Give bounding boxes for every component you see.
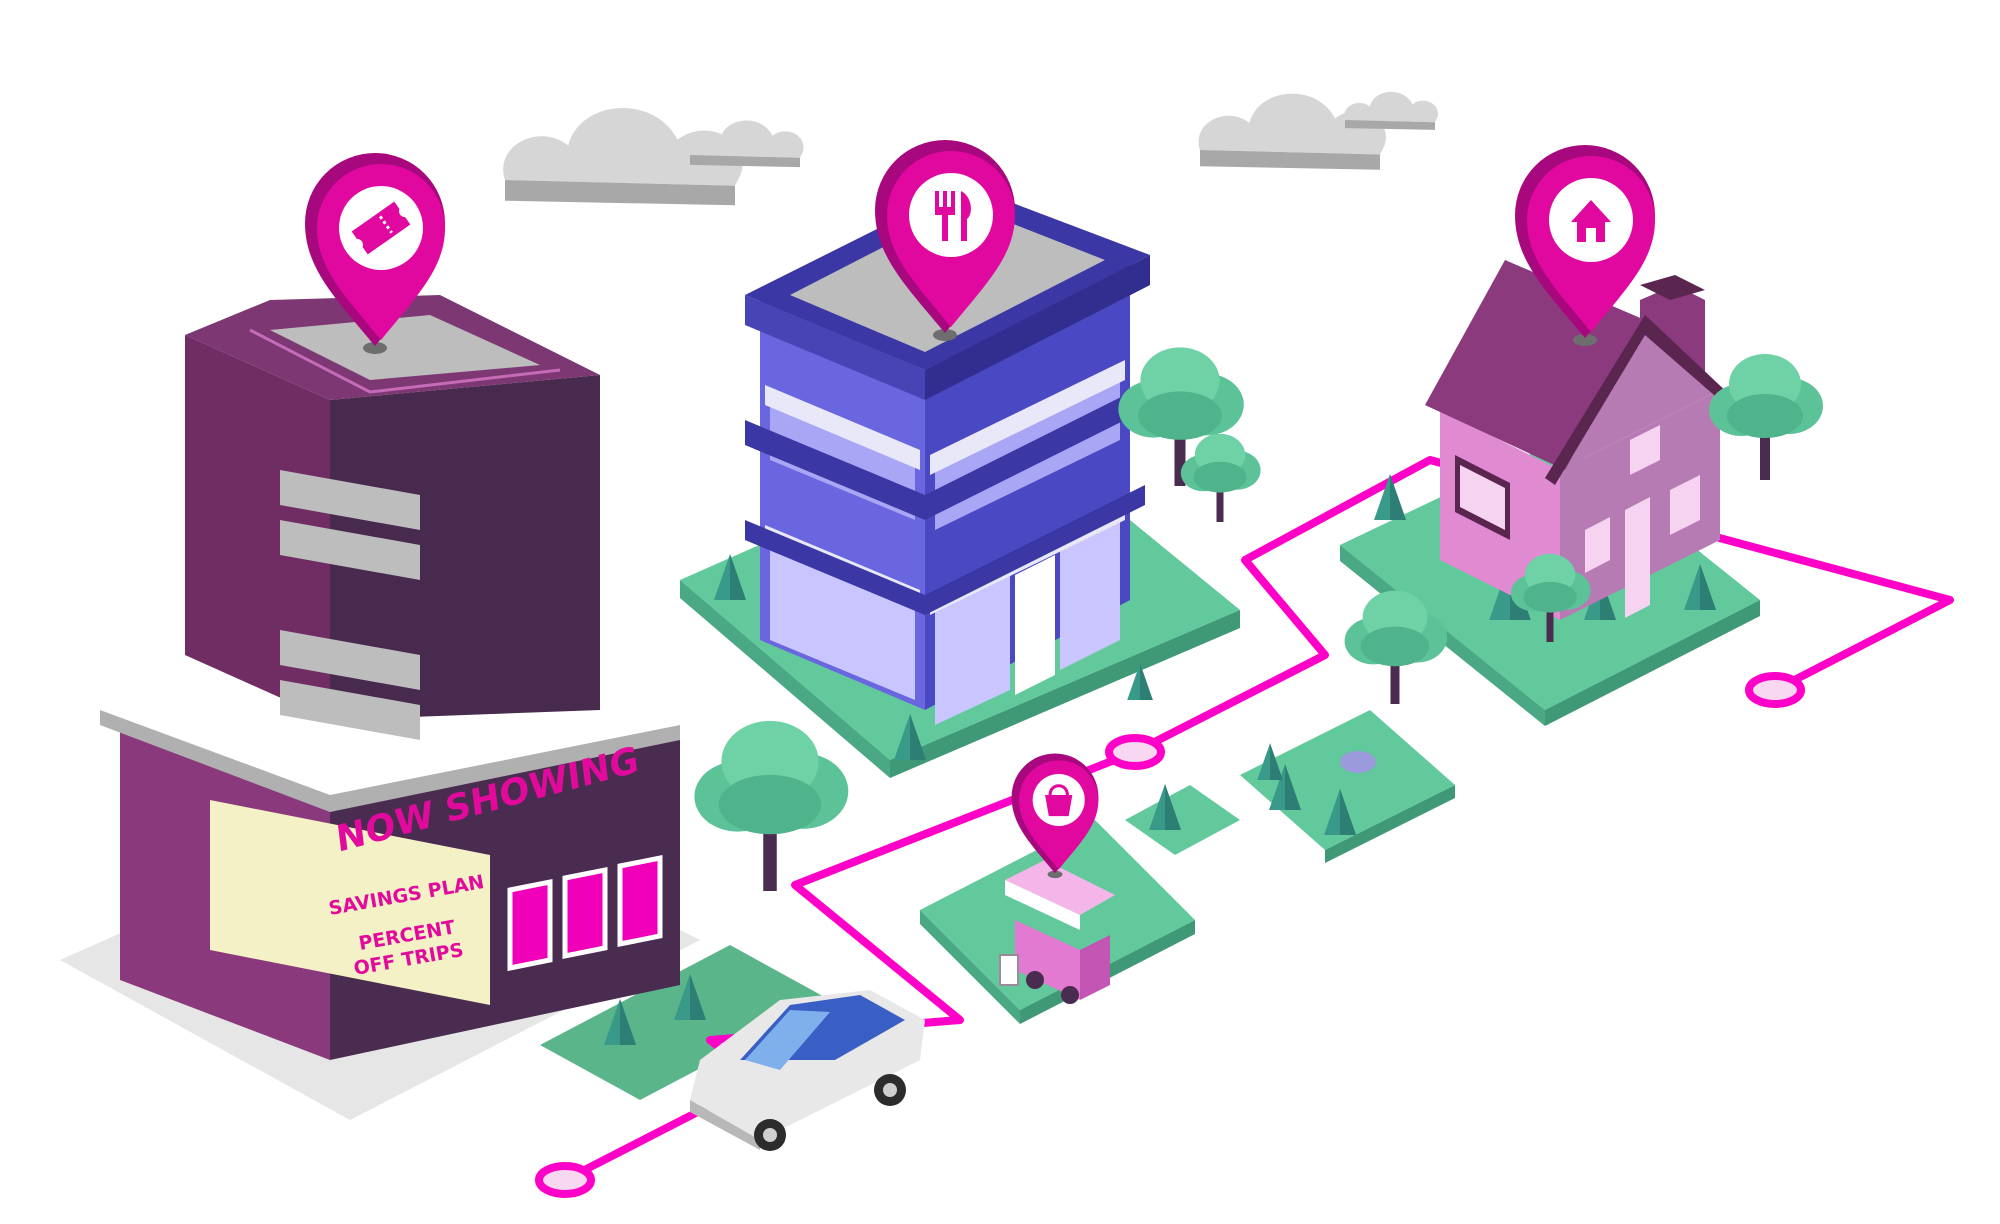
- food-cart: [999, 860, 1115, 1004]
- house-icon: [1571, 200, 1611, 242]
- house-building: [1425, 260, 1730, 620]
- lawn-small-1: [1125, 785, 1240, 855]
- cloud-left: [503, 107, 804, 206]
- rock: [1340, 751, 1376, 773]
- pin-cinema: [305, 153, 445, 354]
- cinema-building: [100, 295, 680, 1060]
- route-stop-middle: [1105, 734, 1165, 770]
- trees-cinema: [694, 720, 849, 891]
- route-end: [1745, 672, 1805, 708]
- route-start: [535, 1162, 595, 1198]
- lawn-car: [540, 945, 830, 1100]
- pin-restaurant: [875, 140, 1015, 341]
- car: [690, 990, 925, 1151]
- pin-food-cart: [1011, 753, 1099, 879]
- cloud-right: [1198, 91, 1438, 170]
- marquee-board: [210, 800, 490, 1005]
- ticket-icon: [351, 201, 411, 255]
- fork-knife-icon: [935, 191, 971, 241]
- pin-home: [1515, 145, 1655, 346]
- bucket-icon: [1045, 784, 1073, 817]
- route-stops: [535, 672, 1805, 1198]
- lawn-small-2: [1240, 710, 1455, 850]
- restaurant-building: [745, 185, 1150, 725]
